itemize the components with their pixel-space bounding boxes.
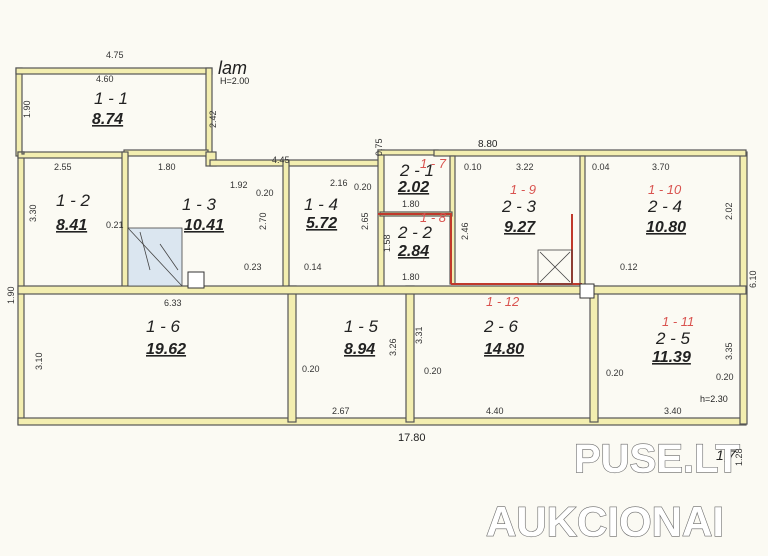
dim-label: 4.40 bbox=[486, 406, 504, 416]
room-red-id: 1 - 12 bbox=[486, 294, 520, 309]
watermark-line-2: AUKCIONAI bbox=[486, 498, 724, 545]
room-id: 1 - 4 bbox=[304, 195, 338, 214]
room-id: 2 - 3 bbox=[501, 197, 537, 216]
room-id: 2 - 6 bbox=[483, 317, 519, 336]
room-area: 10.80 bbox=[646, 219, 686, 236]
room-id: 2 - 4 bbox=[647, 197, 682, 216]
dim-label: 1.90 bbox=[22, 100, 32, 118]
dim-label: 3.22 bbox=[516, 162, 534, 172]
room-area: 11.39 bbox=[652, 349, 691, 366]
dim-label: 2.55 bbox=[54, 162, 72, 172]
dim-label: 3.30 bbox=[28, 204, 38, 222]
dimension-labels: 4.75 4.60 1.90 2.42 2.55 1.80 4.45 0.75 … bbox=[6, 50, 758, 466]
dim-label: 4.75 bbox=[106, 50, 124, 60]
room-red-id: 1 - 10 bbox=[648, 182, 682, 197]
dim-label: 1.80 bbox=[158, 162, 176, 172]
height-bottom: h=2.30 bbox=[700, 394, 728, 404]
dim-label: 1.92 bbox=[230, 180, 248, 190]
room-red-id: 1 - 7 bbox=[420, 156, 447, 171]
dim-label: 2.70 bbox=[258, 212, 268, 230]
watermark-line-1: PUSE.LT bbox=[574, 437, 740, 481]
walls bbox=[15, 67, 748, 426]
room-red-id: 1 - 8 bbox=[420, 210, 447, 225]
dim-label: 0.23 bbox=[244, 262, 262, 272]
room-labels: 1 - 1 8.74 1 - 2 8.41 1 - 3 10.41 1 - 4 … bbox=[56, 89, 694, 366]
room-area: 9.27 bbox=[504, 219, 536, 236]
dim-label: 0.04 bbox=[592, 162, 610, 172]
dim-label: 0.20 bbox=[302, 364, 320, 374]
room-id: 1 - 2 bbox=[56, 191, 91, 210]
room-area: 14.80 bbox=[484, 341, 524, 358]
dim-label: 1.28 bbox=[734, 448, 744, 466]
room-red-id: 1 - 11 bbox=[662, 314, 694, 329]
room-id: 1 - 6 bbox=[146, 317, 181, 336]
chimney bbox=[579, 283, 595, 299]
dim-label: 0.20 bbox=[716, 372, 734, 382]
room-red-id: 1 - 9 bbox=[510, 182, 536, 197]
dim-label: 0.10 bbox=[464, 162, 482, 172]
dim-label: 0.20 bbox=[256, 188, 274, 198]
dim-label: 4.45 bbox=[272, 155, 290, 165]
room-id: 1 - 3 bbox=[182, 195, 217, 214]
dim-label: 3.40 bbox=[664, 406, 682, 416]
room-id: 2 - 2 bbox=[397, 223, 433, 242]
dim-label: 2.02 bbox=[724, 202, 734, 220]
room-area: 8.94 bbox=[344, 341, 375, 358]
dim-label: 0.75 bbox=[374, 138, 384, 156]
mark-top: lam bbox=[218, 58, 247, 78]
dim-label: 1.58 bbox=[382, 234, 392, 252]
dim-label: 1.80 bbox=[402, 272, 420, 282]
room-area: 2.84 bbox=[397, 243, 429, 260]
dim-label: 3.31 bbox=[414, 326, 424, 344]
dim-label: 3.35 bbox=[724, 342, 734, 360]
dim-label: 2.42 bbox=[208, 110, 218, 128]
dim-label: 0.20 bbox=[354, 182, 372, 192]
room-id: 2 - 1 bbox=[399, 161, 434, 180]
dim-label: 1.90 bbox=[6, 286, 16, 304]
dim-label: 2.46 bbox=[460, 222, 470, 240]
room-id: 1 - 5 bbox=[344, 317, 379, 336]
height-top: H=2.00 bbox=[220, 76, 249, 86]
dim-label: 0.21 bbox=[106, 220, 124, 230]
dim-label: 1.80 bbox=[402, 199, 420, 209]
dim-label: 3.10 bbox=[34, 352, 44, 370]
room-area: 10.41 bbox=[184, 217, 224, 234]
room-id: 2 - 5 bbox=[655, 329, 691, 348]
dim-label: 4.60 bbox=[96, 74, 114, 84]
dim-label: 2.16 bbox=[330, 178, 348, 188]
room-area: 8.41 bbox=[56, 217, 87, 234]
room-area: 19.62 bbox=[146, 341, 186, 358]
dim-label: 0.20 bbox=[606, 368, 624, 378]
total-length: 17.80 bbox=[398, 432, 426, 444]
top-length: 8.80 bbox=[478, 139, 498, 150]
dim-label: 3.26 bbox=[388, 338, 398, 356]
chimney bbox=[187, 271, 205, 289]
dim-label: 0.12 bbox=[620, 262, 638, 272]
dim-label: 6.10 bbox=[748, 270, 758, 288]
dim-label: 0.20 bbox=[424, 366, 442, 376]
corner-stamp: 1,7 bbox=[716, 447, 737, 463]
dim-label: 2.65 bbox=[360, 212, 370, 230]
dim-label: 6.33 bbox=[164, 298, 182, 308]
stairs bbox=[127, 227, 573, 287]
room-area: 8.74 bbox=[92, 111, 123, 128]
dim-label: 2.67 bbox=[332, 406, 350, 416]
dim-label: 3.70 bbox=[652, 162, 670, 172]
room-area: 2.02 bbox=[397, 179, 429, 196]
room-area: 5.72 bbox=[306, 215, 337, 232]
dim-label: 0.14 bbox=[304, 262, 322, 272]
room-id: 1 - 1 bbox=[94, 89, 128, 108]
